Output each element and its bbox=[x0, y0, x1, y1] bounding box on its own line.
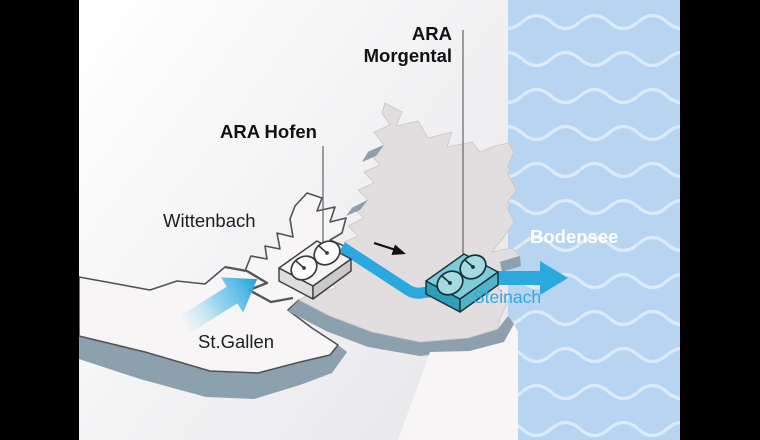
clarifier-tank-icon bbox=[290, 240, 341, 281]
region-wittenbach-st-gallen bbox=[78, 192, 352, 399]
coast-promontory-side bbox=[500, 256, 521, 272]
right-frame-bar bbox=[680, 0, 760, 440]
plant-ara-hofen-icon bbox=[278, 240, 352, 300]
lake-bodensee bbox=[508, 0, 680, 440]
river-steinach bbox=[338, 242, 491, 299]
label-wittenbach: Wittenbach bbox=[163, 210, 256, 231]
inflow-arrow-icon bbox=[180, 277, 258, 333]
label-st-gallen: St.Gallen bbox=[198, 331, 274, 352]
left-frame-bar bbox=[0, 0, 79, 440]
plant-ara-morgental-icon bbox=[425, 253, 499, 313]
label-ara-morgental-line1: ARA bbox=[412, 23, 452, 44]
region-south-side-face bbox=[79, 336, 347, 399]
flow-direction-arrow-icon bbox=[373, 241, 406, 255]
region-bottom-right-top-face bbox=[398, 324, 518, 440]
label-bodensee: Bodensee bbox=[530, 226, 618, 247]
water-wave-lines-icon bbox=[508, 0, 680, 440]
plateau-side-face bbox=[288, 300, 514, 356]
edge-wedge-1 bbox=[346, 200, 368, 216]
edge-wedge-2 bbox=[362, 145, 384, 162]
label-steinach: Steinach bbox=[473, 287, 541, 307]
label-ara-morgental-line2: Morgental bbox=[364, 45, 452, 66]
municipal-boundary-line bbox=[224, 265, 294, 304]
label-ara-hofen: ARA Hofen bbox=[220, 121, 317, 142]
clarifier-tank-icon bbox=[436, 254, 487, 296]
outflow-arrow-icon bbox=[486, 261, 568, 295]
region-top-face bbox=[78, 192, 352, 374]
